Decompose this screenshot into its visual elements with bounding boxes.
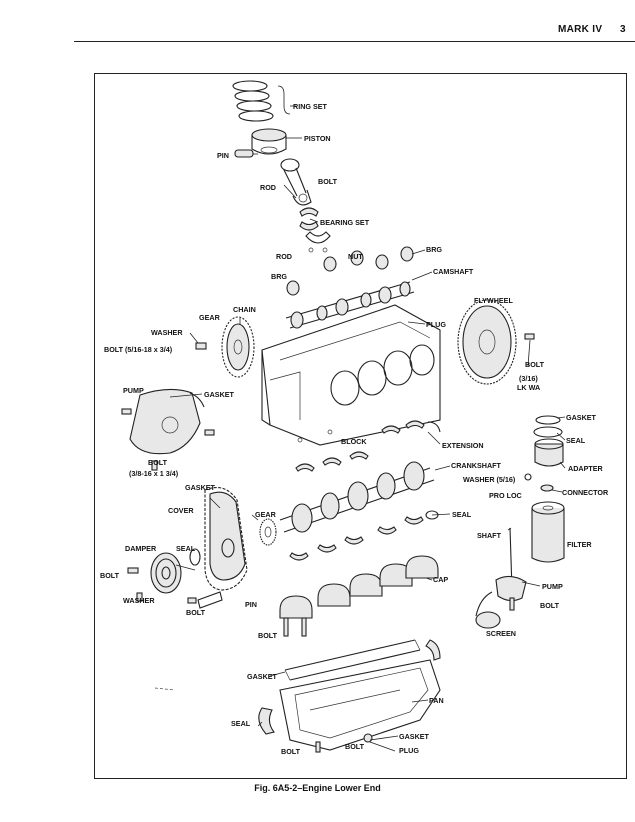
label-gear-top: GEAR: [199, 313, 221, 322]
label-pro-loc: PRO LOC: [489, 491, 522, 500]
label-connector: CONNECTOR: [562, 488, 609, 497]
label-pump-oil: PUMP: [542, 582, 563, 591]
label-seal-crank: SEAL: [452, 510, 472, 519]
label-camshaft: CAMSHAFT: [433, 267, 474, 276]
label-gasket-plug: GASKET: [399, 732, 430, 741]
label-gasket-pump: GASKET: [204, 390, 235, 399]
dowel-pin-drawing: [187, 591, 223, 609]
label-washer-5-16: WASHER (5/16): [463, 475, 516, 484]
label-bolt-pan-right: BOLT: [345, 742, 365, 751]
label-bolt-pan-rail: BOLT: [258, 631, 278, 640]
label-cover: COVER: [168, 506, 194, 515]
piston-pin-drawing: [234, 149, 254, 158]
label-bolt-pin: BOLT: [186, 608, 206, 617]
label-bolt-rod: BOLT: [318, 177, 338, 186]
label-nut: NUT: [348, 252, 363, 261]
label-pan: PAN: [429, 696, 444, 705]
label-bolt-flywheel: BOLT: [525, 360, 545, 369]
label-bolt-5-16: BOLT (5/16-18 x 3/4): [104, 345, 173, 354]
label-crankshaft: CRANKSHAFT: [451, 461, 502, 470]
label-damper: DAMPER: [125, 544, 157, 553]
crank-gear-drawing: [259, 518, 277, 546]
label-brg-left: BRG: [271, 272, 287, 281]
label-flywheel: FLYWHEEL: [474, 296, 513, 305]
smudge-mark: [154, 687, 176, 691]
label-bearing-set: BEARING SET: [320, 218, 370, 227]
label-gear-crank: GEAR: [255, 510, 277, 519]
label-bolt-oil-pump: BOLT: [540, 601, 560, 610]
label-gasket-adapter: GASKET: [566, 413, 597, 422]
piston-drawing: [251, 128, 287, 155]
label-bolt-3-8-size: (3/8-16 x 1 3/4): [129, 469, 179, 478]
label-chain: CHAIN: [233, 305, 256, 314]
oil-pump-drawing: [475, 527, 527, 629]
part-labels: RING SET PISTON PIN ROD BOLT BEARING SET…: [100, 102, 609, 756]
cam-bearings-drawing: [286, 246, 414, 296]
rod-cap-drawing: [305, 231, 331, 253]
figure-caption: Fig. 6A5-2–Engine Lower End: [254, 783, 381, 793]
connecting-rod-drawing: [280, 158, 312, 206]
header-rule: [74, 41, 635, 42]
engine-block-drawing: [261, 304, 441, 446]
label-bolt-pan-left: BOLT: [281, 747, 301, 756]
label-seal-adapter: SEAL: [566, 436, 586, 445]
label-plug-pan: PLUG: [399, 746, 419, 755]
label-brg-right: BRG: [426, 245, 442, 254]
label-rod-top: ROD: [260, 183, 276, 192]
label-washer-damper: WASHER: [123, 596, 155, 605]
label-pin-top: PIN: [217, 151, 229, 160]
ring-set-drawing: [232, 80, 291, 122]
label-piston: PISTON: [304, 134, 331, 143]
flywheel-drawing: [457, 299, 535, 385]
label-seal-pan: SEAL: [231, 719, 251, 728]
leader-lines: [169, 105, 566, 752]
label-block: BLOCK: [341, 437, 367, 446]
label-plug-block: PLUG: [426, 320, 446, 329]
pan-gasket-drawing: [284, 639, 421, 681]
timing-cover-drawing: [204, 487, 248, 591]
main-caps-drawing: [279, 555, 439, 637]
label-filter: FILTER: [567, 540, 592, 549]
oil-filter-drawing: [531, 501, 565, 563]
bearing-set-drawing: [299, 207, 319, 231]
label-adapter: ADAPTER: [568, 464, 604, 473]
label-pump-water: PUMP: [123, 386, 144, 395]
page-number: 3: [620, 24, 626, 35]
label-seal-damper: SEAL: [176, 544, 196, 553]
label-lk-wa: LK WA: [517, 383, 540, 392]
label-washer-top: WASHER: [151, 328, 183, 337]
label-gasket-pan: GASKET: [247, 672, 278, 681]
label-pin-lower: PIN: [245, 600, 257, 609]
lower-main-bearings-drawing: [289, 516, 424, 561]
label-extension: EXTENSION: [442, 441, 484, 450]
figure-frame: [94, 73, 627, 779]
label-shaft: SHAFT: [477, 531, 502, 540]
label-bolt-damper: BOLT: [100, 571, 120, 580]
main-bearings-drawing: [295, 420, 441, 472]
label-screen: SCREEN: [486, 629, 516, 638]
label-rod-mid: ROD: [276, 252, 292, 261]
camshaft-drawing: [285, 281, 415, 329]
label-cap: CAP: [433, 575, 448, 584]
label-gasket-cover: GASKET: [185, 483, 216, 492]
crankshaft-drawing: [279, 461, 439, 533]
oil-pan-drawing: [258, 639, 441, 753]
label-ring-set: RING SET: [293, 102, 328, 111]
damper-drawing: [127, 548, 201, 602]
oil-filter-adapter-drawing: [524, 415, 564, 492]
timing-gear-chain-drawing: [195, 316, 255, 378]
label-bolt-3-8: BOLT: [148, 458, 168, 467]
water-pump-drawing: [121, 388, 215, 471]
running-header-title: MARK IV: [558, 24, 603, 35]
label-lk-wa-size: (3/16): [519, 374, 538, 383]
